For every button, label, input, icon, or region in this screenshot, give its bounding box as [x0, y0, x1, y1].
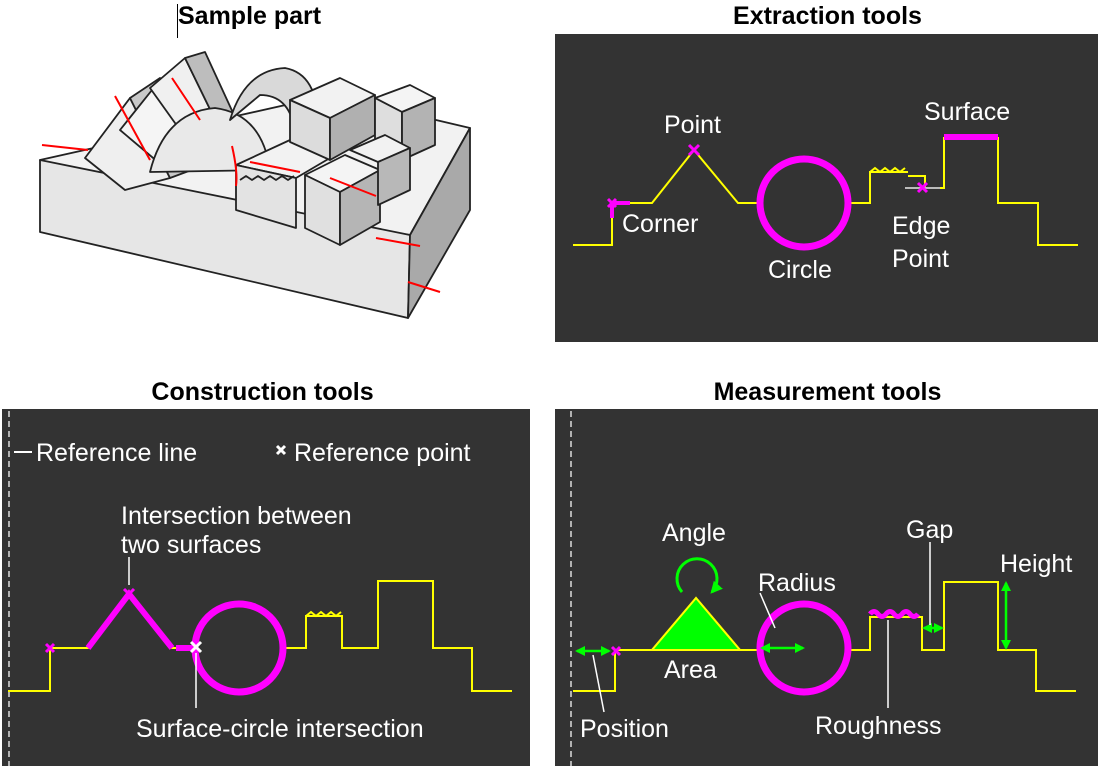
label-circle: Circle [768, 256, 832, 284]
legend-point-icon [275, 444, 287, 456]
measurement-arrows [575, 557, 1011, 656]
measurement-tools-title: Measurement tools [713, 378, 942, 406]
text-cursor [177, 4, 178, 38]
surface-circle-point [189, 640, 203, 654]
measurement-pointers [592, 542, 931, 713]
edge-point-marker [916, 181, 929, 194]
construction-features [44, 587, 287, 696]
measurement-profile [573, 581, 1076, 692]
legend-reference-point: Reference point [294, 439, 471, 467]
label-angle: Angle [662, 519, 726, 547]
label-area: Area [664, 656, 717, 684]
legend-reference-line: Reference line [36, 439, 197, 467]
construction-tools-title: Construction tools [151, 378, 374, 406]
extraction-tools-title: Extraction tools [733, 2, 922, 30]
label-surface-circle: Surface-circle intersection [136, 715, 424, 743]
construction-panel [2, 409, 530, 766]
point-marker [687, 143, 701, 157]
label-corner: Corner [622, 210, 698, 238]
label-height: Height [1000, 550, 1072, 578]
label-gap: Gap [906, 516, 953, 544]
label-radius: Radius [758, 569, 836, 597]
label-roughness: Roughness [815, 712, 941, 740]
extraction-panel [555, 34, 1098, 342]
sample-part-title: Sample part [178, 2, 322, 30]
label-point: Point [664, 111, 721, 139]
label-edge-point: Point [892, 245, 949, 273]
area-feature [649, 596, 743, 651]
label-position: Position [580, 715, 669, 743]
sample-part-drawing [39, 51, 471, 319]
label-surface: Surface [924, 98, 1010, 126]
label-edge: Edge [892, 212, 950, 240]
label-intersection-2: two surfaces [121, 531, 261, 559]
sample-cut-line [41, 77, 441, 293]
circle-feature [756, 155, 852, 251]
extraction-features [606, 134, 998, 251]
construction-profile [8, 580, 512, 692]
label-intersection-1: Intersection between [121, 502, 352, 530]
